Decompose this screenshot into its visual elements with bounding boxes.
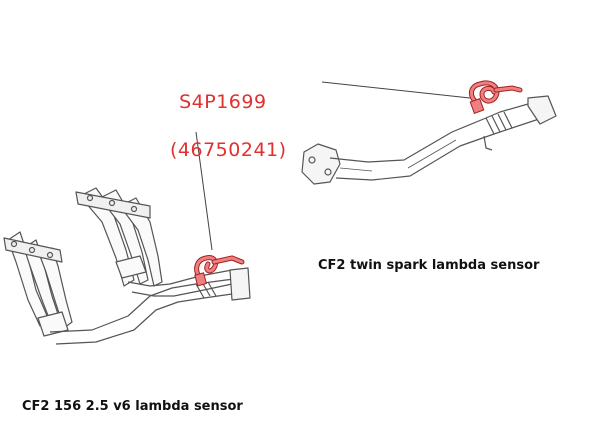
oem-number: (46750241) xyxy=(170,139,287,161)
part-number: S4P1699 xyxy=(179,91,267,113)
part-number-label: S4P1699 (46750241) xyxy=(166,66,287,186)
leader-line-v6 xyxy=(195,131,213,251)
twin-spark-downpipe xyxy=(301,95,557,185)
v6-downpipe xyxy=(49,267,251,345)
twin-spark-caption: CF2 twin spark lambda sensor xyxy=(318,258,540,273)
v6-lambda-sensor xyxy=(194,255,245,287)
leader-line-twin-spark xyxy=(321,81,471,99)
twin-spark-lambda-sensor xyxy=(469,80,523,114)
v6-manifold xyxy=(3,187,163,337)
v6-caption: CF2 156 2.5 v6 lambda sensor xyxy=(22,399,243,414)
